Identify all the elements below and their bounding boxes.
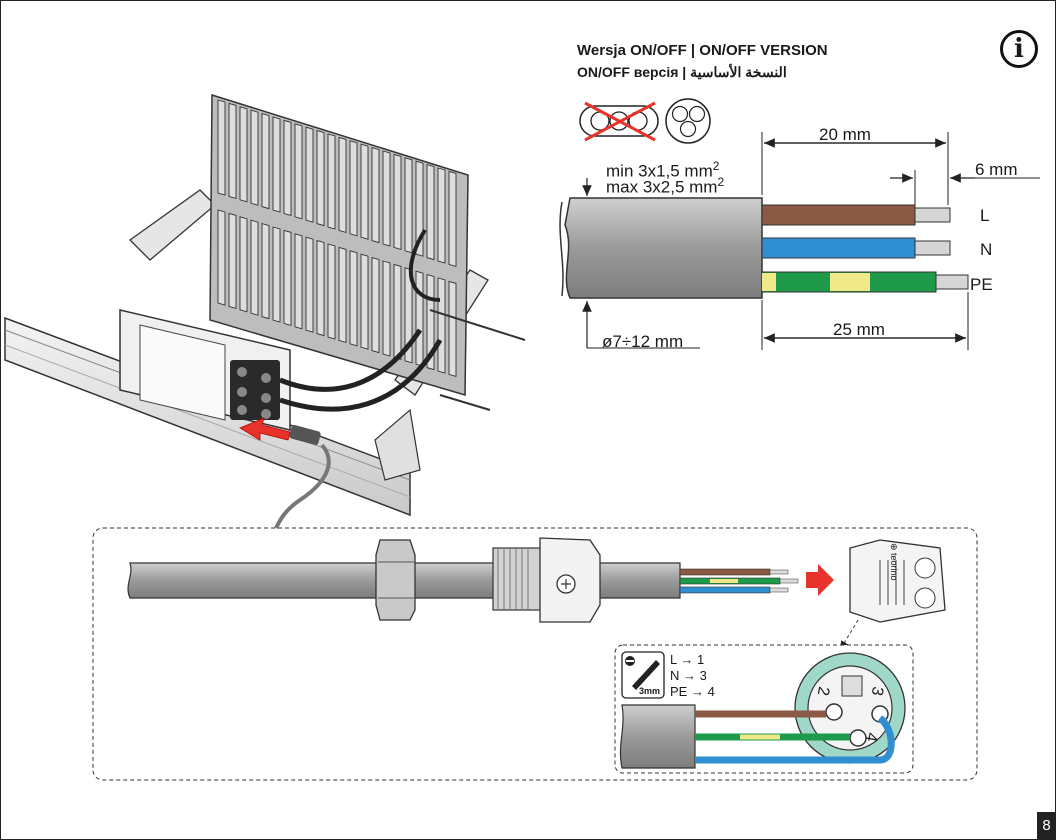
dim-strip-inner: 6 mm (975, 160, 1018, 179)
heatsink-fin (382, 260, 391, 357)
heatsink-fin (316, 130, 325, 227)
heatsink-fin (272, 116, 281, 213)
cable-strip-diagram (559, 98, 1040, 350)
terminal-detail (619, 651, 906, 769)
gland-assembly-box (92, 527, 978, 781)
heatsink-fin (261, 113, 270, 210)
heatsink-fin (327, 243, 336, 340)
tool-size: 3mm (639, 686, 661, 696)
heatsink-fin (283, 229, 292, 326)
title-line-1: Wersja ON/OFF | ON/OFF VERSION (577, 42, 828, 59)
map-pe: PE → 4 (670, 684, 715, 699)
cable-diameter: ø7÷12 mm (602, 332, 684, 351)
dim-strip-outer: 20 mm (819, 125, 871, 144)
connector-brand: ⊕ teorino (889, 543, 899, 581)
heatsink-fin (217, 209, 226, 306)
heatsink-fin (294, 123, 303, 220)
wire-label-pe: PE (970, 275, 993, 294)
wire-label-l: L (980, 206, 990, 225)
insert-arrow (806, 564, 834, 596)
dim-strip-pe: 25 mm (833, 320, 885, 339)
heatsink-fin (250, 219, 259, 316)
heatsink-fin (272, 226, 281, 323)
heatsink-fin (283, 119, 292, 216)
heatsink-fin (393, 263, 402, 360)
heatsink-fin (371, 147, 380, 244)
luminaire-drawing (4, 93, 526, 529)
heatsink-fin (228, 102, 237, 199)
heatsink-fin (316, 240, 325, 337)
heatsink-fin (217, 99, 226, 196)
title-line-2: ON/OFF версія | النسخة الأساسية (577, 64, 787, 80)
map-l: L → 1 (670, 652, 705, 667)
heatsink-fin (448, 170, 457, 267)
heatsink-fin (239, 106, 248, 203)
heatsink-fin (426, 164, 435, 261)
heatsink-fin (437, 277, 446, 374)
heatsink-fin (349, 140, 358, 237)
heatsink-fin (448, 280, 457, 377)
gland-assembly (127, 537, 946, 651)
heatsink-fin (239, 216, 248, 313)
cable-max-sup: 2 (717, 175, 725, 189)
cable-min-spec: min 3x1,5 mm2 (606, 159, 720, 181)
info-icon: i (1000, 30, 1038, 68)
cable-min-sup: 2 (712, 159, 720, 173)
map-n: N → 3 (670, 668, 707, 683)
heatsink-fin (294, 233, 303, 330)
heatsink-fin (349, 250, 358, 347)
wire-label-n: N (980, 240, 993, 259)
page-number: 8 (1037, 812, 1056, 840)
heatsink-fin (338, 136, 347, 233)
heatsink-fin (338, 246, 347, 343)
heatsink-fin (371, 257, 380, 354)
heatsink-fin (305, 126, 314, 223)
heatsink-fin (228, 212, 237, 309)
heatsink-fin (261, 223, 270, 320)
heatsink-fin (437, 167, 446, 264)
heatsink-fin (415, 270, 424, 367)
heatsink-fin (360, 143, 369, 240)
heatsink-fin (305, 236, 314, 333)
heatsink-fin (404, 157, 413, 254)
heatsink-fin (327, 133, 336, 230)
heatsink-fin (360, 253, 369, 350)
cable-max-spec: max 3x2,5 mm2 (606, 175, 725, 197)
heatsink-fin (393, 153, 402, 250)
heatsink-fin (382, 150, 391, 247)
heatsink-fin (250, 109, 259, 206)
